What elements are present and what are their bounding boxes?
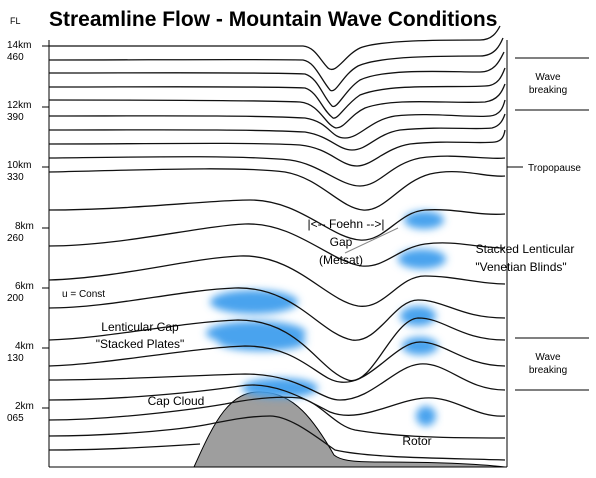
streamline <box>48 168 506 211</box>
lenticular-cloud-3 <box>400 306 436 326</box>
foehn-gap-label: |<-- Foehn -->| <box>308 217 385 231</box>
streamline <box>48 415 506 461</box>
stacked-lenticular-clouds <box>398 211 446 355</box>
lenticular-cloud-4 <box>402 337 438 355</box>
km-label: 14km <box>7 40 31 51</box>
streamline <box>48 67 506 119</box>
fl-label: 130 <box>7 353 24 364</box>
streamline <box>48 396 506 439</box>
lenticular-cap-label: "Stacked Plates" <box>96 337 185 351</box>
streamline <box>48 113 506 151</box>
foehn-gap-label: Gap <box>330 235 353 249</box>
streamline <box>48 37 504 92</box>
page-title: Streamline Flow - Mountain Wave Conditio… <box>49 8 498 31</box>
stacked-lenticular-label: "Venetian Blinds" <box>475 260 566 274</box>
fl-label: 390 <box>7 112 24 123</box>
fl-label: 065 <box>7 413 24 424</box>
streamline <box>48 83 506 129</box>
cap-cloud-label: Cap Cloud <box>148 394 205 408</box>
lenticular-cap-clouds <box>206 290 318 398</box>
annotations: u = Const |<-- Foehn -->| Gap (Metsat) S… <box>62 217 574 448</box>
km-label: 6km <box>15 281 34 292</box>
lenticular-cloud-2 <box>398 249 446 269</box>
wave-breaking-top-label: Wave <box>535 72 561 83</box>
cap-cloud <box>242 378 318 398</box>
km-label: 4km <box>15 341 34 352</box>
streamline <box>48 255 506 307</box>
right-labels: Wave breaking Tropopause Wave breaking <box>528 72 581 376</box>
fl-label: 330 <box>7 172 24 183</box>
cap-plate-cloud-top <box>210 290 298 314</box>
wave-breaking-bottom-label: breaking <box>529 365 567 376</box>
km-label: 8km <box>15 221 34 232</box>
fl-label: 260 <box>7 233 24 244</box>
foehn-gap-label: (Metsat) <box>319 253 363 267</box>
foehn-gap-pointer <box>344 227 399 254</box>
streamline <box>48 363 506 401</box>
streamline <box>48 51 505 108</box>
km-label: 10km <box>7 160 31 171</box>
streamline <box>48 99 506 139</box>
u-const-label: u = Const <box>62 289 105 300</box>
rotor-label: Rotor <box>402 434 431 448</box>
streamline <box>48 155 506 187</box>
km-label: 12km <box>7 100 31 111</box>
fl-label: 460 <box>7 52 24 63</box>
wave-breaking-bottom-label: Wave <box>535 352 561 363</box>
lenticular-cloud-1 <box>404 211 444 229</box>
right-markers <box>507 57 589 391</box>
mountain <box>193 391 506 468</box>
streamline <box>48 223 506 267</box>
streamline <box>48 317 506 382</box>
streamline <box>49 25 501 71</box>
altitude-ticks <box>42 45 49 409</box>
cap-plate-cloud-lower <box>218 333 306 351</box>
streamline <box>48 443 201 451</box>
altitude-labels: 14km 460 12km 390 10km 330 8km 260 6km 2… <box>7 40 34 424</box>
streamline <box>48 287 506 341</box>
tropopause-label: Tropopause <box>528 163 581 174</box>
rotor-cloud <box>416 406 436 426</box>
streamline <box>48 341 506 383</box>
fl-column-header: FL <box>10 16 21 26</box>
streamline <box>48 384 506 417</box>
streamline <box>48 199 506 241</box>
fl-label: 200 <box>7 293 24 304</box>
wave-breaking-top-label: breaking <box>529 85 567 96</box>
streamlines <box>48 25 506 461</box>
stacked-lenticular-label: Stacked Lenticular <box>476 242 575 256</box>
lenticular-cap-label: Lenticular Cap <box>101 320 179 334</box>
streamline <box>48 129 506 167</box>
km-label: 2km <box>15 401 34 412</box>
